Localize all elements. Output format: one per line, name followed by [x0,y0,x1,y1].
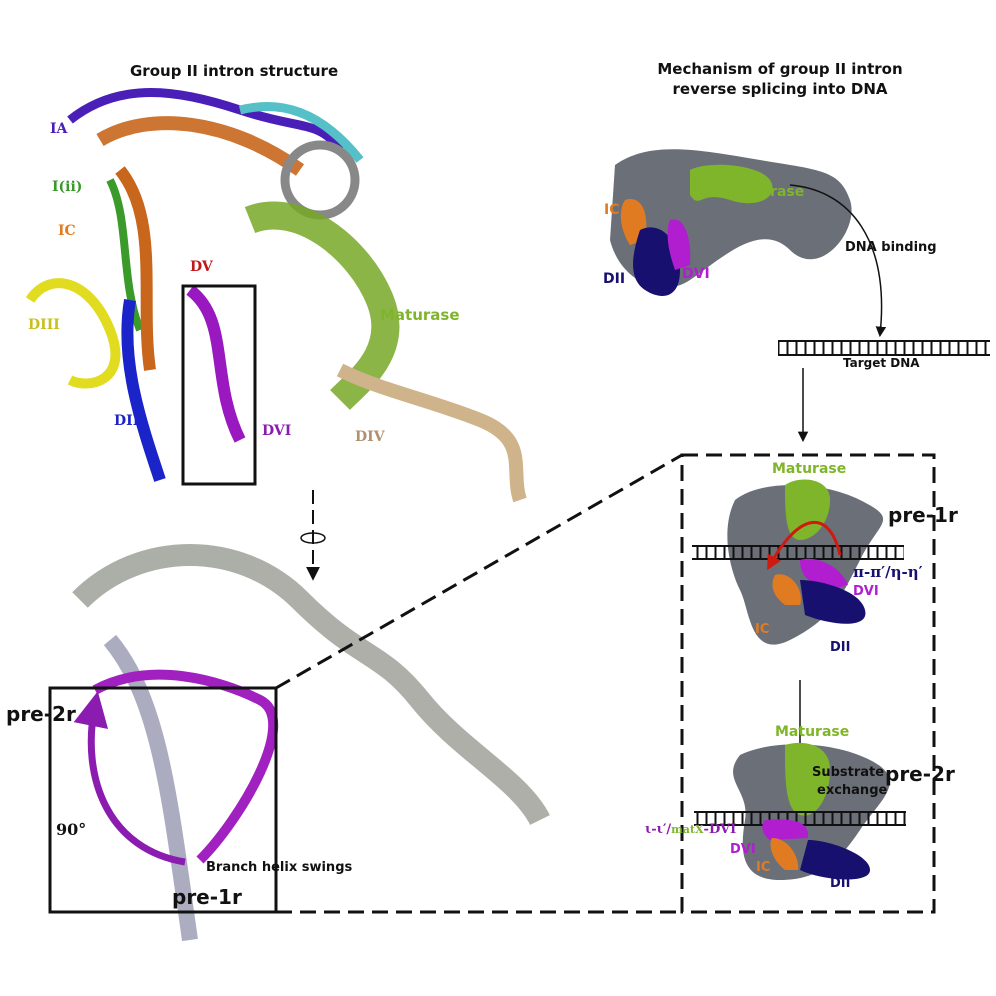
label-dv: DV [190,259,213,275]
zoom-connectors [275,453,936,914]
zoom-box [48,686,278,914]
label-ia: IA [50,121,68,137]
pre2r-dii: DII [830,876,851,891]
pre2r-maturase: Maturase [775,724,850,740]
pre2r-ic: IC [756,860,771,875]
label-diii: DIII [28,317,60,333]
pre1r-dii: DII [830,640,851,655]
pre1r-name: pre-1r [888,503,958,527]
interaction-dvi: -DVI [703,822,737,837]
left-title: Group II intron structure [130,62,339,80]
interaction-iota: ι-ι′/ [645,822,672,837]
complex-initial [610,149,852,296]
pre1r-ic: IC [755,622,770,637]
intron-structure-bottom [72,544,550,942]
exchange-label: exchange [817,783,888,798]
target-dna [778,340,990,356]
pre1r-dvi: DVI [853,584,879,599]
label-div: DIV [355,429,385,445]
pre2r-name: pre-2r [885,762,955,786]
complex-pre-1r [692,479,904,645]
branch-helix [73,669,278,866]
label-pre-1r: pre-1r [172,885,242,909]
dna-binding-arrow [789,184,887,338]
top-maturase: Maturase [730,184,805,200]
pre1r-interaction: π-π′/η-η′ [853,563,923,581]
label-iii: I(ii) [52,179,83,195]
intron-structure-top [25,88,527,503]
right-title-1: Mechanism of group II intron [657,60,903,78]
label-pre-2r: pre-2r [6,702,76,726]
target-dna-label: Target DNA [843,356,920,370]
label-dii: DII [114,413,140,429]
interaction-matx: matX [671,823,704,836]
rotation-arrow [300,490,326,581]
pre2r-interaction: ι-ι′/matX-DVI [645,822,736,837]
substrate-label: Substrate [812,765,885,780]
label-dvi: DVI [262,423,292,439]
right-title-2: reverse splicing into DNA [672,80,888,98]
label-angle: 90° [56,820,87,839]
pre2r-dvi: DVI [730,842,756,857]
pre1r-maturase: Maturase [772,461,847,477]
top-dvi: DVI [682,266,710,282]
dna-binding-label: DNA binding [845,240,937,255]
top-ic: IC [604,202,620,218]
top-dii: DII [603,271,626,287]
label-ic: IC [58,223,76,239]
label-maturase: Maturase [380,306,460,324]
label-branch-swing: Branch helix swings [206,860,353,875]
complex-pre-2r [694,742,906,880]
